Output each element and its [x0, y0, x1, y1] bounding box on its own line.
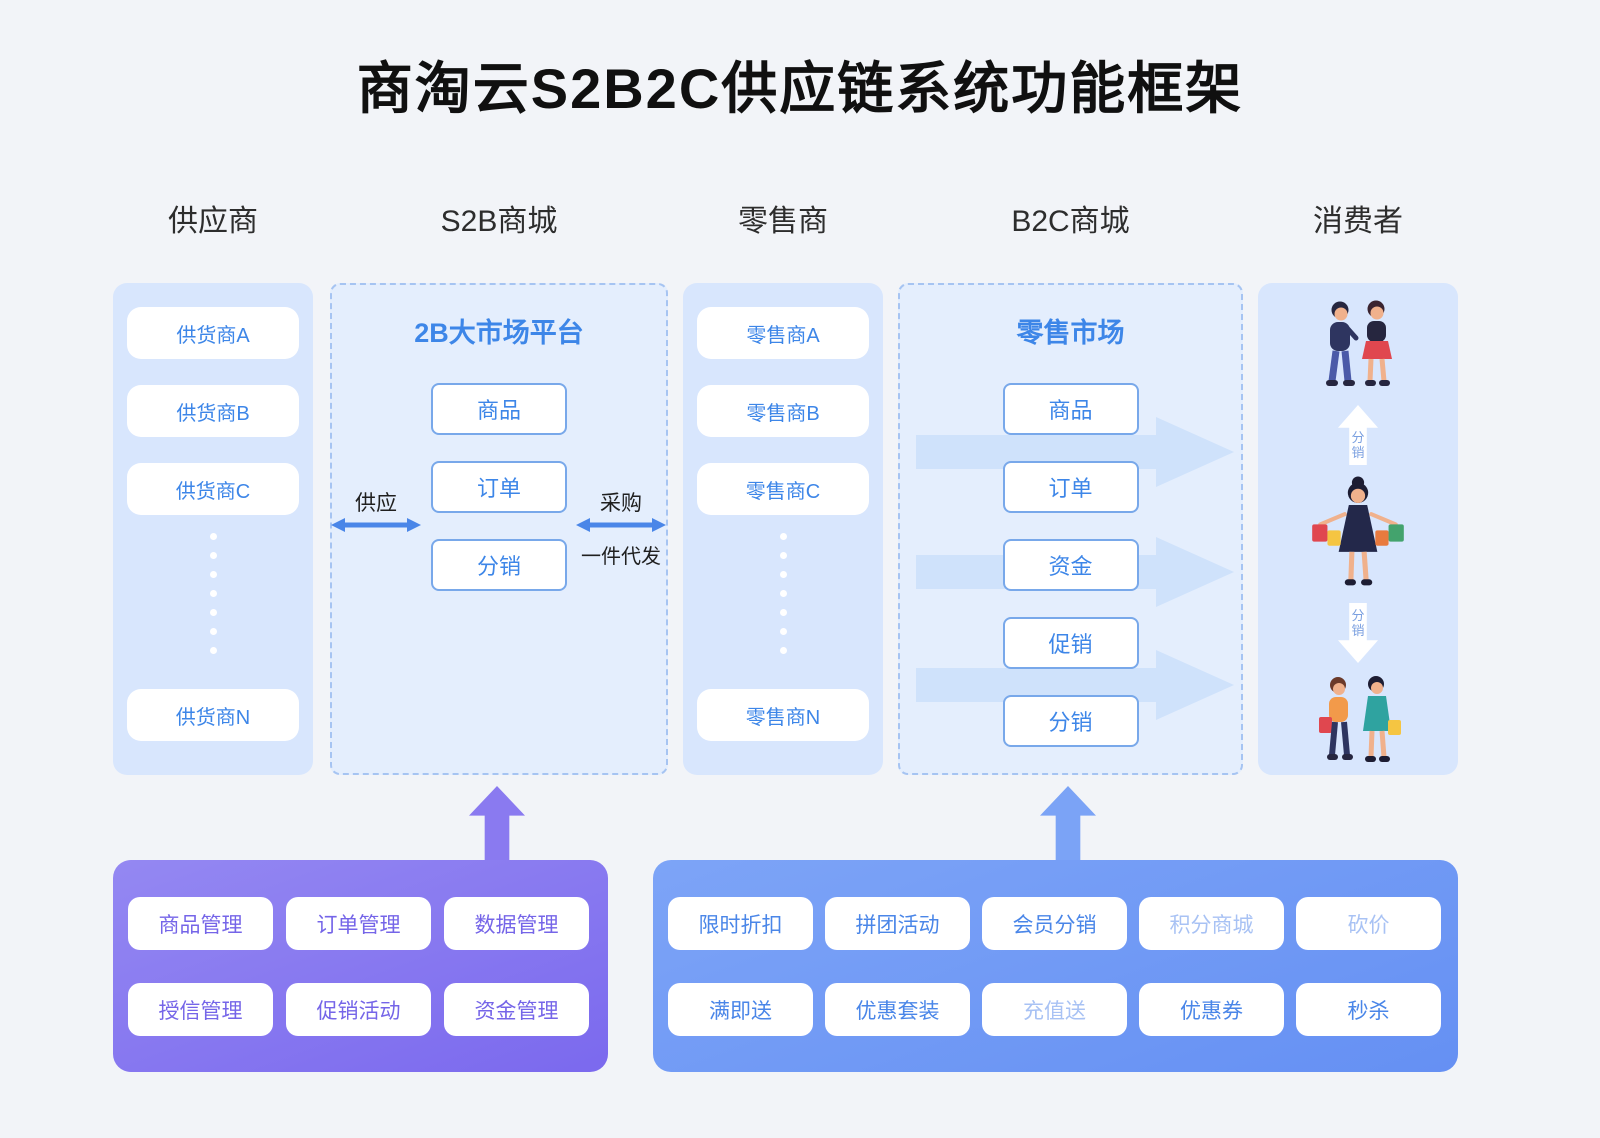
retailer-item: 零售商B	[697, 385, 869, 437]
consumer-illustration-2	[1312, 476, 1404, 586]
consumers-illustration-1	[1326, 300, 1392, 386]
mgmt-pill: 资金管理	[444, 983, 589, 1036]
b2c-box-goods: 商品	[1002, 383, 1139, 435]
retailer-item: 零售商N	[697, 689, 869, 741]
mgmt-pill: 商品管理	[128, 897, 273, 950]
retailer-item: 零售商A	[697, 307, 869, 359]
b2c-box-distribution: 分销	[1002, 695, 1139, 747]
s2b-box-goods: 商品	[431, 383, 567, 435]
distribution-down-arrow: 分销	[1338, 603, 1378, 663]
retailer-panel: 零售商A 零售商B 零售商C 零售商N	[683, 283, 883, 775]
header-supplier: 供应商	[168, 205, 258, 238]
supply-double-arrow-icon	[331, 518, 421, 532]
s2b-platform-panel: 2B大市场平台 商品 订单 分销	[330, 283, 668, 775]
purple-up-arrow	[469, 786, 525, 860]
header-retailer: 零售商	[738, 205, 828, 238]
mgmt-pill: 订单管理	[286, 897, 431, 950]
s2b-management-panel: 商品管理 订单管理 数据管理 授信管理 促销活动 资金管理	[113, 860, 608, 1072]
marketing-pill: 秒杀	[1296, 983, 1441, 1036]
consumers-illustration-3	[1319, 676, 1401, 762]
page-title: 商淘云S2B2C供应链系统功能框架	[356, 57, 1244, 120]
flow-right-arrow-icon	[916, 417, 1234, 487]
supplier-item: 供货商B	[127, 385, 299, 437]
supply-label: 供应	[355, 492, 397, 515]
b2c-platform-panel: 零售市场 商品 订单 资金 促销 分销	[898, 283, 1243, 775]
b2c-box-orders: 订单	[1002, 461, 1139, 513]
marketing-pill: 满即送	[668, 983, 813, 1036]
marketing-pill: 砍价	[1296, 897, 1441, 950]
consumer-panel: 分销 分销	[1258, 283, 1458, 775]
marketing-pill: 积分商城	[1139, 897, 1284, 950]
distribution-label: 分销	[1351, 608, 1365, 638]
b2c-box-funds: 资金	[1002, 539, 1139, 591]
distribution-up-arrow: 分销	[1338, 405, 1378, 465]
marketing-pill: 优惠套装	[825, 983, 970, 1036]
mgmt-pill: 促销活动	[286, 983, 431, 1036]
ellipsis-dots	[113, 533, 313, 654]
marketing-pill: 会员分销	[982, 897, 1127, 950]
purchase-double-arrow-icon	[576, 518, 666, 532]
s2b-platform-title: 2B大市场平台	[414, 318, 584, 348]
flow-right-arrow-icon	[916, 650, 1234, 720]
dropship-label: 一件代发	[581, 546, 661, 568]
s2b-box-orders: 订单	[431, 461, 567, 513]
mgmt-pill: 数据管理	[444, 897, 589, 950]
ellipsis-dots	[683, 533, 883, 654]
header-consumer: 消费者	[1313, 205, 1403, 238]
distribution-label: 分销	[1351, 430, 1365, 460]
b2c-marketing-panel: 限时折扣 拼团活动 会员分销 积分商城 砍价 满即送 优惠套装 充值送 优惠券 …	[653, 860, 1458, 1072]
marketing-pill: 限时折扣	[668, 897, 813, 950]
b2c-box-promotion: 促销	[1002, 617, 1139, 669]
supplier-item: 供货商A	[127, 307, 299, 359]
purchase-label: 采购	[600, 492, 642, 515]
supplier-item: 供货商N	[127, 689, 299, 741]
marketing-pill: 充值送	[982, 983, 1127, 1036]
supplier-item: 供货商C	[127, 463, 299, 515]
marketing-pill: 拼团活动	[825, 897, 970, 950]
header-s2b-mall: S2B商城	[440, 205, 558, 238]
s2b-box-distribution: 分销	[431, 539, 567, 591]
supplier-panel: 供货商A 供货商B 供货商C 供货商N	[113, 283, 313, 775]
retailer-item: 零售商C	[697, 463, 869, 515]
marketing-pill: 优惠券	[1139, 983, 1284, 1036]
header-b2c-mall: B2C商城	[1011, 205, 1130, 238]
b2c-platform-title: 零售市场	[1016, 318, 1125, 348]
mgmt-pill: 授信管理	[128, 983, 273, 1036]
blue-up-arrow	[1040, 786, 1096, 860]
